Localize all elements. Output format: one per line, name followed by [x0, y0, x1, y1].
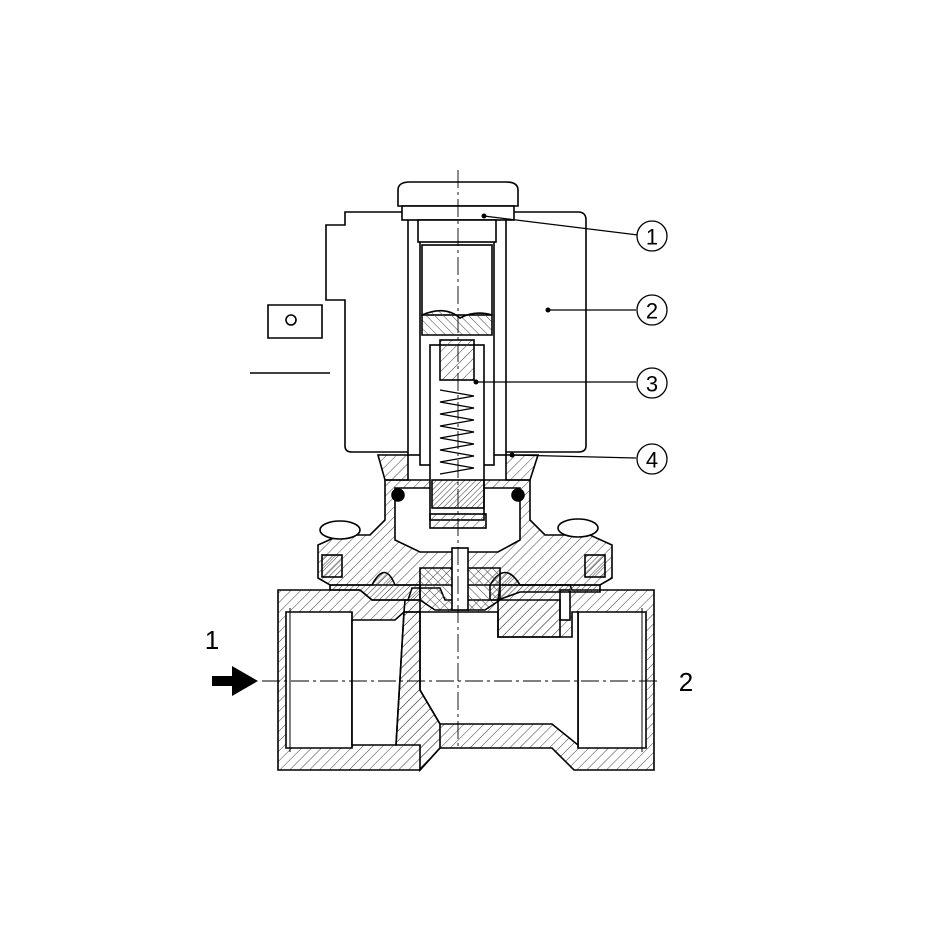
flow-arrow-icon: [212, 666, 258, 696]
outlet-cavity: [577, 611, 647, 749]
body-cavity: [285, 611, 353, 749]
cover-screw: [557, 518, 599, 538]
diaphragm: [329, 571, 421, 601]
svg-text:2: 2: [646, 299, 658, 324]
seat-wall: [395, 611, 441, 773]
cover-assembly: [317, 479, 613, 638]
valve-seat: [403, 599, 421, 613]
spring: [439, 389, 475, 475]
svg-text:1: 1: [646, 225, 658, 250]
callout-2: 2: [636, 294, 668, 326]
callout-1: 1: [636, 220, 668, 252]
o-ring: [511, 488, 525, 502]
outlet-block: [497, 599, 561, 638]
connector-hole: [285, 314, 297, 326]
tube-cap: [417, 219, 497, 243]
cover-screw: [319, 520, 361, 540]
coil-assembly: [250, 181, 587, 529]
center-lines: [262, 170, 660, 750]
plunger-top: [439, 339, 475, 381]
outlet-port-label: 2: [679, 667, 693, 697]
svg-text:3: 3: [646, 372, 658, 397]
leader-lines: [476, 215, 639, 459]
core-face: [421, 309, 493, 336]
pilot-passage: [559, 589, 571, 621]
valve-body: [277, 584, 655, 773]
fixed-core: [421, 244, 493, 316]
o-ring: [391, 488, 405, 502]
callout-4: 4: [636, 443, 668, 475]
inlet-port-label: 1: [205, 625, 219, 655]
svg-text:4: 4: [646, 448, 658, 473]
leader-dots: [473, 213, 551, 458]
flow-channel: [351, 610, 405, 746]
callout-3: 3: [636, 367, 668, 399]
screw-shank: [584, 554, 606, 578]
screw-shank: [321, 554, 343, 578]
bonnet-flange: [376, 454, 540, 481]
pilot-orifice: [451, 547, 469, 611]
